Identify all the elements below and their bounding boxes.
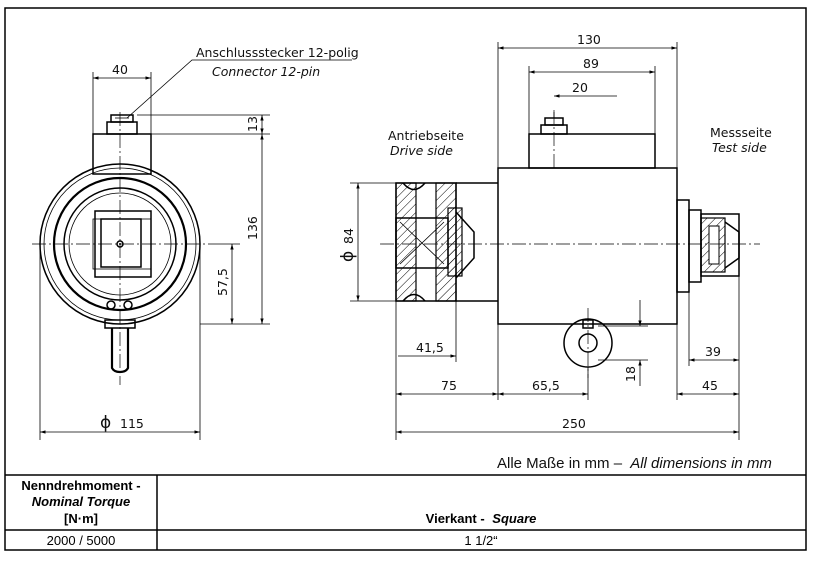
dim-115: 115 (120, 416, 144, 431)
dim-75: 75 (441, 378, 457, 393)
table-cell-torque: 2000 / 5000 (47, 533, 116, 548)
side-view-dimensions (350, 42, 740, 440)
drawing-frame (4, 7, 807, 551)
front-view-dimensions (39, 59, 352, 440)
dim-45: 45 (702, 378, 718, 393)
dim-39: 39 (705, 344, 721, 359)
dim-40: 40 (112, 62, 128, 77)
units-note: Alle Maße in mm – All dimensions in mm (497, 455, 772, 472)
dim-250: 250 (562, 416, 586, 431)
diameter-symbol-115: ϕ (100, 413, 111, 433)
table-header-square: Vierkant - Square (426, 511, 537, 526)
table-header-square-en: Square (492, 511, 536, 526)
dim-130: 130 (577, 32, 601, 47)
dim-20: 20 (572, 80, 588, 95)
dim-41-5: 41,5 (416, 340, 444, 355)
drive-side-label-de: Antriebseite (388, 128, 464, 143)
main-housing (497, 167, 678, 325)
table-header-torque-line3: [N·m] (64, 511, 98, 526)
connector-plug (106, 121, 138, 135)
table-header-torque-line2: Nominal Torque (32, 494, 130, 509)
test-side-label-de: Messseite (710, 125, 772, 140)
table-header-torque-line1: Nenndrehmoment - (21, 478, 140, 493)
dim-115-group: ϕ 115 (100, 413, 144, 433)
table-header-square-de: Vierkant - (426, 511, 485, 526)
dim-18: 18 (623, 366, 638, 382)
connector-box (528, 133, 656, 169)
dim-136: 136 (245, 216, 260, 240)
dim-84: 84 (341, 228, 356, 244)
units-note-en: All dimensions in mm (629, 455, 772, 472)
connector-label-en: Connector 12-pin (212, 64, 320, 79)
dim-84-group: ϕ 84 (338, 228, 358, 262)
side-view (380, 110, 760, 378)
units-note-de: Alle Maße in mm – (497, 455, 623, 472)
dim-57-5: 57,5 (215, 268, 230, 296)
test-side-label-en: Test side (712, 140, 767, 155)
diameter-symbol-84: ϕ (338, 251, 358, 262)
dim-65-5: 65,5 (532, 378, 560, 393)
table-cell-square: 1 1/2“ (464, 533, 497, 548)
dim-89: 89 (583, 56, 599, 71)
connector-label-de: Anschlussstecker 12-polig (196, 45, 359, 60)
dim-13: 13 (245, 116, 260, 132)
drive-side-label-en: Drive side (390, 143, 453, 158)
front-view (32, 112, 208, 385)
